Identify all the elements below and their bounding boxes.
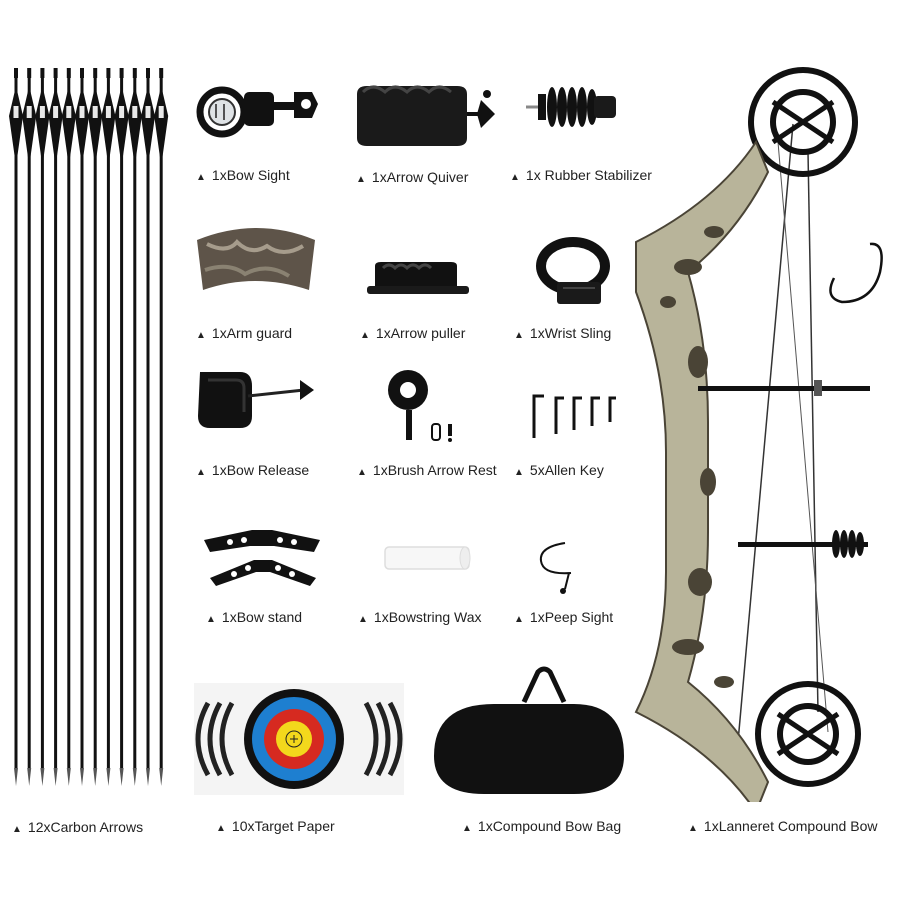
carbon-arrows-image (0, 62, 190, 792)
carbon-arrow (101, 68, 116, 786)
allen-key-image (530, 392, 625, 442)
carbon-arrow (35, 68, 50, 786)
triangle-bullet-icon: ▲ (12, 824, 22, 835)
bow-sight-label: ▲1xBow Sight (196, 167, 290, 183)
triangle-bullet-icon: ▲ (196, 330, 206, 341)
carbon-arrow (48, 68, 63, 786)
triangle-bullet-icon: ▲ (360, 330, 370, 341)
carbon-arrow (154, 68, 169, 786)
arrow-quiver-label: ▲1xArrow Quiver (356, 169, 469, 185)
carbon-arrows-label: ▲12xCarbon Arrows (12, 819, 144, 835)
compound-bow-image (628, 62, 888, 802)
compound-bow-bag-image (424, 666, 634, 798)
bow-release-label: ▲1xBow Release (196, 462, 310, 478)
rubber-stabilizer-image (524, 82, 624, 132)
carbon-arrow (22, 68, 37, 786)
carbon-arrow (9, 68, 23, 786)
carbon-arrow (61, 68, 76, 786)
bow-stand-image (200, 520, 325, 590)
arrow-puller-label: ▲1xArrow puller (360, 325, 466, 341)
allen-key-label: ▲5xAllen Key (514, 462, 604, 478)
carbon-arrow (141, 68, 155, 786)
triangle-bullet-icon: ▲ (462, 823, 472, 834)
triangle-bullet-icon: ▲ (357, 467, 367, 478)
wrist-sling-image (535, 236, 615, 311)
carbon-arrow (114, 68, 129, 786)
target-paper-label: ▲10xTarget Paper (216, 818, 335, 834)
bow-release-image (192, 362, 327, 437)
rubber-stabilizer-label: ▲1x Rubber Stabilizer (510, 167, 652, 183)
triangle-bullet-icon: ▲ (358, 614, 368, 625)
triangle-bullet-icon: ▲ (514, 614, 524, 625)
peep-sight-image (535, 535, 585, 595)
bowstring-wax-label: ▲1xBowstring Wax (358, 609, 482, 625)
arm-guard-image (193, 220, 318, 310)
triangle-bullet-icon: ▲ (206, 614, 216, 625)
carbon-arrow (88, 68, 103, 786)
brush-arrow-rest-image (382, 366, 462, 446)
triangle-bullet-icon: ▲ (356, 174, 366, 185)
triangle-bullet-icon: ▲ (514, 467, 524, 478)
triangle-bullet-icon: ▲ (688, 823, 698, 834)
triangle-bullet-icon: ▲ (196, 172, 206, 183)
peep-sight-label: ▲1xPeep Sight (514, 609, 614, 625)
compound-bow-label: ▲1xLanneret Compound Bow (688, 818, 878, 834)
carbon-arrow (75, 68, 89, 786)
arm-guard-label: ▲1xArm guard (196, 325, 293, 341)
carbon-arrow (127, 68, 142, 786)
bow-sight-image (194, 82, 324, 152)
brush-arrow-rest-label: ▲1xBrush Arrow Rest (357, 462, 497, 478)
triangle-bullet-icon: ▲ (216, 823, 226, 834)
arrow-quiver-image (355, 84, 505, 154)
target-paper-image (194, 683, 404, 795)
compound-bow-bag-label: ▲1xCompound Bow Bag (462, 818, 622, 834)
wrist-sling-label: ▲1xWrist Sling (514, 325, 612, 341)
bowstring-wax-image (383, 545, 473, 573)
triangle-bullet-icon: ▲ (196, 467, 206, 478)
bow-stand-label: ▲1xBow stand (206, 609, 303, 625)
arrow-puller-image (365, 260, 475, 300)
triangle-bullet-icon: ▲ (510, 172, 520, 183)
triangle-bullet-icon: ▲ (514, 330, 524, 341)
